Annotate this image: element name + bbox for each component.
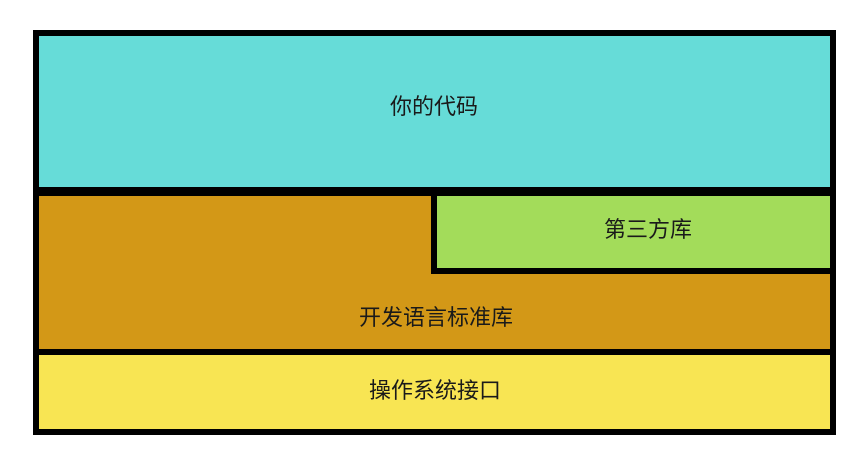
- standard-library-label: 开发语言标准库: [358, 306, 514, 331]
- your-code-label: 你的代码: [389, 95, 479, 120]
- third-party-label: 第三方库: [603, 218, 693, 243]
- os-interface-layer: [33, 349, 836, 435]
- your-code-layer: [33, 30, 836, 193]
- os-interface-label: 操作系统接口: [368, 379, 502, 404]
- third-party-layer: [431, 190, 836, 274]
